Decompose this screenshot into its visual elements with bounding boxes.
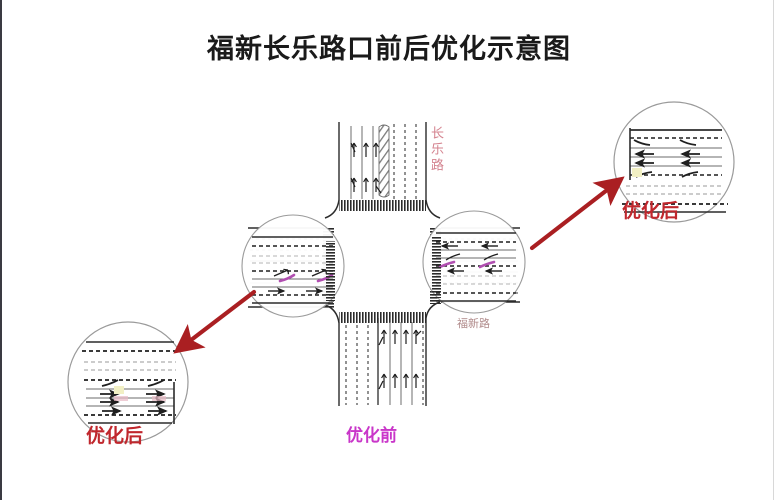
page-title: 福新长乐路口前后优化示意图 [207,34,571,65]
crosswalk-south [339,312,426,323]
street-label-fuxin-road: 福新路 [457,317,490,330]
detail-circle-west-approach [241,214,345,318]
magnified-view-after-west [67,321,189,443]
detail-circle-east-approach [422,210,526,314]
caption-after-top-right: 优化后 [622,200,680,222]
crosswalk-north [339,200,426,211]
caption-after-bottom-left: 优化后 [86,425,144,447]
caption-before-center: 优化前 [346,426,397,446]
callout-arrow-to-bottom-left [173,289,257,354]
magnified-view-after-east [613,101,735,223]
street-label-changle-road: 长乐路 [428,126,443,174]
south-arm [338,318,427,406]
north-arm [338,122,427,200]
callout-arrow-to-top-right [529,176,625,251]
